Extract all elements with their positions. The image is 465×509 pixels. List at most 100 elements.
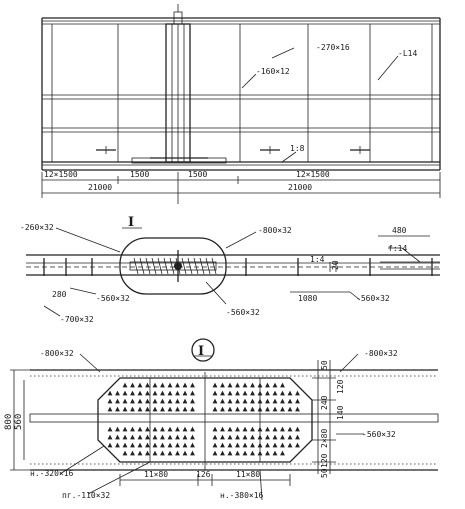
bolt-mark xyxy=(242,406,248,412)
bolt-mark xyxy=(182,450,188,456)
bolt-mark xyxy=(115,426,120,432)
bolt-mark xyxy=(152,398,158,404)
bolt-mark xyxy=(175,426,180,432)
bolt-mark xyxy=(287,398,293,404)
bolt-mark xyxy=(115,442,120,448)
bolt-mark xyxy=(152,426,158,432)
bolt-mark xyxy=(137,382,143,388)
bolt-mark xyxy=(212,398,218,404)
bolt-mark xyxy=(287,442,293,448)
slope-1-4-label: 1:4 xyxy=(310,255,325,264)
bolt-mark xyxy=(280,406,285,412)
plate-700x32-label: -700×32 xyxy=(60,315,94,324)
bolt-mark xyxy=(167,434,173,440)
bolt-mark xyxy=(257,382,263,388)
bolt-mark xyxy=(145,382,150,388)
plate-110x32-label: пг.-110×32 xyxy=(62,491,110,500)
bolt-mark xyxy=(152,406,158,412)
bolt-mark xyxy=(265,398,270,404)
bolt-mark xyxy=(130,382,135,388)
bolt-mark xyxy=(175,450,180,456)
bolt-mark xyxy=(257,450,263,456)
detail-view: I 50 120 240 140 2×80 120 50 8 xyxy=(4,338,439,501)
bolt-mark xyxy=(280,450,285,456)
bolt-mark xyxy=(115,434,120,440)
bolt-mark xyxy=(227,390,233,396)
bolt-mark xyxy=(227,450,233,456)
bolt-mark xyxy=(130,450,135,456)
bolt-mark xyxy=(130,406,135,412)
bolt-mark xyxy=(175,382,180,388)
bolt-mark xyxy=(152,450,158,456)
bolts-right-label: 11×80 xyxy=(236,470,260,479)
hatch-line xyxy=(169,257,175,275)
dim-20-label: 20 xyxy=(331,260,340,270)
dim-560-label: 560 xyxy=(14,414,24,430)
bolt-mark xyxy=(235,426,240,432)
bolt-mark xyxy=(272,450,278,456)
bolt-mark xyxy=(137,442,143,448)
bolt-mark xyxy=(145,442,150,448)
bolt-mark xyxy=(220,406,225,412)
hatch-line xyxy=(151,257,157,275)
elevation-view: -160×12 -270×16 -L14 1:8 12×1500 1500 15… xyxy=(41,4,441,204)
bolt-mark xyxy=(182,390,188,396)
plate-800x32-label: -800×32 xyxy=(258,226,292,235)
bolt-mark xyxy=(152,442,158,448)
hatch-line xyxy=(157,257,163,275)
bolt-mark xyxy=(227,434,233,440)
bolt-mark xyxy=(280,382,285,388)
bolt-mark xyxy=(227,406,233,412)
bolt-mark xyxy=(220,390,225,396)
bolt-mark xyxy=(175,442,180,448)
bolt-mark xyxy=(265,434,270,440)
spacing-left-dim: 12×1500 xyxy=(44,170,78,179)
bolt-mark xyxy=(152,390,158,396)
hatch-line xyxy=(193,257,199,275)
angle-l14-label: -L14 xyxy=(398,49,417,58)
bolt-mark xyxy=(250,450,255,456)
bolt-mark xyxy=(250,442,255,448)
plate-270x16-label: -270×16 xyxy=(316,43,350,52)
bolt-mark xyxy=(122,434,128,440)
bolt-mark xyxy=(182,434,188,440)
bolt-mark xyxy=(280,398,285,404)
bolt-mark xyxy=(295,434,300,440)
bolt-mark xyxy=(190,406,195,412)
plate-320x16-label: н.-320×16 xyxy=(30,469,74,478)
bolt-mark xyxy=(190,390,195,396)
bolt-mark xyxy=(257,434,263,440)
bolt-mark xyxy=(130,434,135,440)
span-left-dim: 21000 xyxy=(88,183,112,192)
bolt-mark xyxy=(107,406,113,412)
plan-view: -260×32 I -800×32 480 f:14 1:4 20 280 -5… xyxy=(20,215,440,324)
bolt-mark xyxy=(167,382,173,388)
bolt-mark xyxy=(145,426,150,432)
bolt-mark xyxy=(182,398,188,404)
bolt-mark xyxy=(235,390,240,396)
plate-560x32-center-label: -560×32 xyxy=(226,308,260,317)
bolt-mark xyxy=(212,390,218,396)
plate-160x12-label: -160×12 xyxy=(256,67,290,76)
bolt-mark xyxy=(227,426,233,432)
span-right-dim: 21000 xyxy=(288,183,312,192)
plate-800x32-left-label: -800×32 xyxy=(40,349,74,358)
bolt-mark xyxy=(190,442,195,448)
bolt-mark xyxy=(152,434,158,440)
bolt-mark xyxy=(272,434,278,440)
bolt-mark xyxy=(272,382,278,388)
dim-50-top-label: 50 xyxy=(320,360,329,370)
ratio-f14-label: f:14 xyxy=(388,244,407,253)
bolt-mark xyxy=(190,426,195,432)
bolt-mark xyxy=(280,390,285,396)
bolt-mark xyxy=(122,382,128,388)
bolt-mark xyxy=(182,382,188,388)
bolt-mark xyxy=(130,398,135,404)
bolt-mark xyxy=(242,442,248,448)
bolt-mark xyxy=(272,398,278,404)
bolt-mark xyxy=(242,450,248,456)
plate-800x32-right-label: -800×32 xyxy=(364,349,398,358)
plate-560x32-right-label: -560×32 xyxy=(356,294,390,303)
bolt-mark xyxy=(167,450,173,456)
